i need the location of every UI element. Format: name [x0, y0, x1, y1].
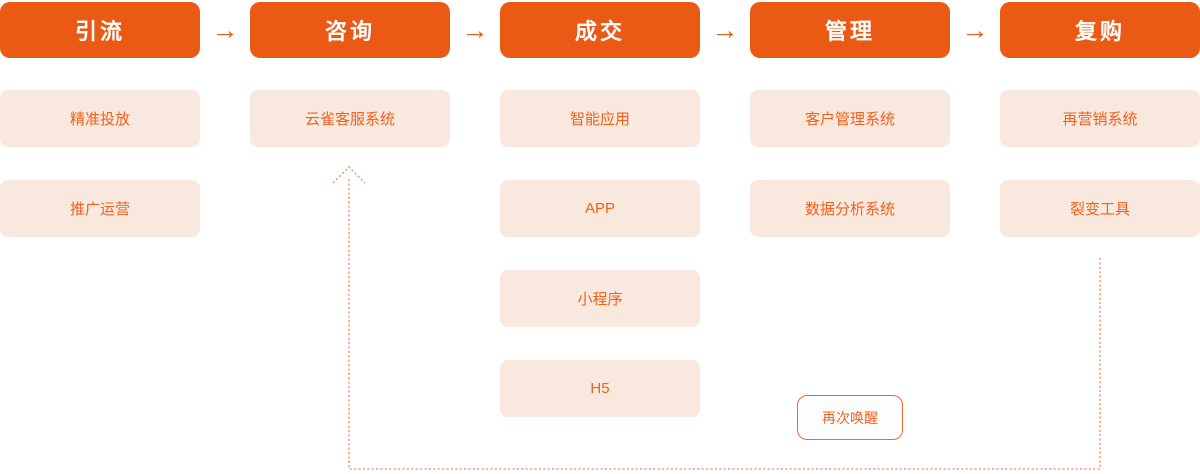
stage-header-manage: 管理 [750, 2, 950, 58]
item-smart-application: 智能应用 [500, 90, 700, 147]
right-arrow-icon: → [711, 14, 739, 45]
item-customer-management-system: 客户管理系统 [750, 90, 950, 147]
item-lark-customer-service-system: 云雀客服系统 [250, 90, 450, 147]
item-h5: H5 [500, 360, 700, 417]
item-mini-program: 小程序 [500, 270, 700, 327]
right-arrow-icon: → [961, 14, 989, 45]
item-fission-tool: 裂变工具 [1000, 180, 1200, 237]
stage-header-attract-traffic: 引流 [0, 2, 200, 58]
reawaken-label: 再次唤醒 [797, 395, 903, 440]
item-promotion-operation: 推广运营 [0, 180, 200, 237]
right-arrow-icon: → [211, 14, 239, 45]
right-arrow-icon: → [461, 14, 489, 45]
stage-header-consult: 咨询 [250, 2, 450, 58]
item-app: APP [500, 180, 700, 237]
up-arrowhead-icon [332, 165, 366, 184]
stage-header-deal: 成交 [500, 2, 700, 58]
item-precise-ad-placement: 精准投放 [0, 90, 200, 147]
item-remarketing-system: 再营销系统 [1000, 90, 1200, 147]
item-data-analysis-system: 数据分析系统 [750, 180, 950, 237]
stage-header-repurchase: 复购 [1000, 2, 1200, 58]
